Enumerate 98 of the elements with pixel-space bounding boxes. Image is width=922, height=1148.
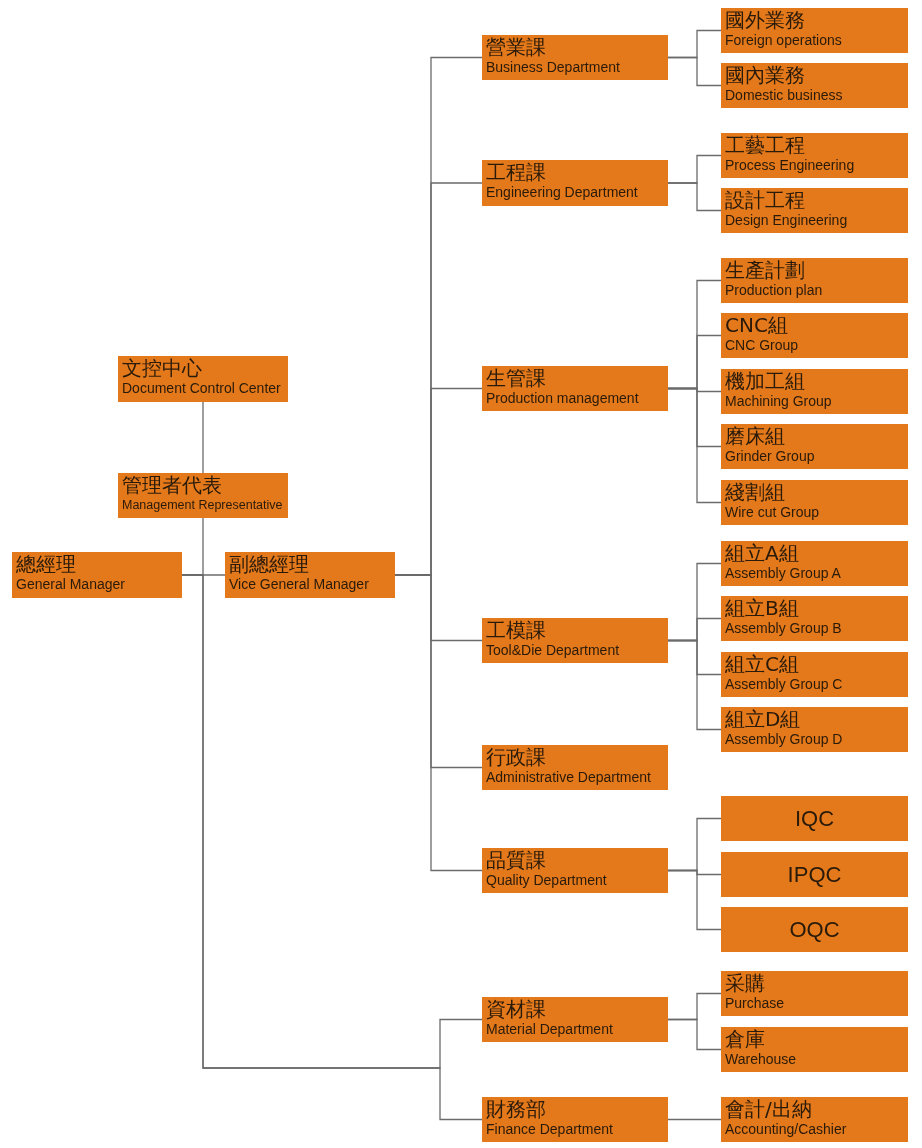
unit-name: 組立A組 [725,542,799,565]
unit-name-english: Management Representative [122,497,283,514]
unit-name: 文控中心 [122,357,202,380]
unit-name-english: Purchase [725,995,785,1012]
org-unit-box [721,313,908,358]
org-unit-box [482,160,668,206]
unit-name-english: Assembly Group A [725,565,841,582]
unit-name: 工程課 [486,161,546,184]
unit-name-english: Machining Group [725,393,832,410]
org-unit-box [721,707,908,752]
unit-name: 品質課 [486,849,546,872]
unit-name: 行政課 [486,746,546,769]
unit-name-english: Domestic business [725,87,843,104]
unit-name: 綫割組 [725,481,785,504]
unit-name: 組立B組 [725,597,799,620]
unit-name-english: CNC Group [725,337,799,354]
unit-name: 營業課 [486,36,546,59]
unit-name: 生產計劃 [725,259,805,282]
unit-name-english: Process Engineering [725,157,855,174]
connector-line [202,401,204,474]
unit-name-english: Grinder Group [725,448,815,465]
org-unit-box [12,552,182,598]
unit-name: OQC [789,918,840,941]
unit-name: 國內業務 [725,64,805,87]
org-unit-box [721,796,908,841]
unit-name: CNC組 [725,314,788,337]
org-unit-box [721,652,908,697]
unit-name: 組立D組 [725,708,801,731]
org-unit-box [721,1097,908,1142]
unit-name: 生管課 [486,367,546,390]
unit-name-english: Business Department [486,59,620,76]
unit-name: 副總經理 [229,553,309,576]
unit-name-english: Foreign operations [725,32,842,49]
unit-name: 總經理 [16,553,76,576]
unit-name: 磨床組 [725,425,785,448]
unit-name-english: Quality Department [486,872,607,889]
connector-line [667,182,722,212]
unit-name: IPQC [787,863,842,886]
org-unit-box [721,480,908,525]
unit-name-english: Production plan [725,282,823,299]
org-unit-box [482,35,668,80]
org-unit-box [721,852,908,897]
unit-name-english: Engineering Department [486,184,638,201]
unit-name-english: Accounting/Cashier [725,1121,847,1138]
unit-name-english: Tool&Die Department [486,642,620,659]
org-unit-box [721,541,908,586]
org-unit-box [721,8,908,53]
unit-name-english: Finance Department [486,1121,613,1138]
org-unit-box [721,133,908,178]
unit-name-english: Administrative Department [486,769,651,786]
unit-name: 設計工程 [725,189,805,212]
unit-name-english: Production management [486,390,639,407]
connector-line [667,1018,722,1051]
connector-line [667,639,722,731]
org-unit-box [721,63,908,108]
unit-name-english: Assembly Group D [725,731,843,748]
org-unit-box [721,1027,908,1072]
unit-name-english: Design Engineering [725,212,848,229]
connector-line [667,387,722,504]
org-unit-box [118,356,288,402]
unit-name: 采購 [725,972,765,995]
org-unit-box [721,188,908,233]
unit-name: 組立C組 [725,653,799,676]
org-unit-box [721,369,908,414]
unit-name: 倉庫 [725,1028,765,1051]
unit-name-english: Vice General Manager [229,576,369,593]
org-unit-box [482,618,668,663]
unit-name: 資材課 [486,998,546,1021]
org-unit-box [721,258,908,303]
unit-name: 管理者代表 [122,474,222,497]
unit-name-english: Document Control Center [122,380,281,397]
org-unit-box [482,1097,668,1142]
unit-name: 機加工組 [725,370,805,393]
unit-name-english: Warehouse [725,1051,797,1068]
unit-name: 國外業務 [725,9,805,32]
org-unit-box [482,745,668,790]
org-unit-box [721,907,908,952]
org-unit-box [482,848,668,893]
unit-name: 工藝工程 [725,134,805,157]
unit-name: 工模課 [486,619,546,642]
org-unit-box [721,596,908,641]
unit-name: IQC [794,807,835,830]
connector-line [667,1118,722,1121]
org-unit-box [482,997,668,1042]
org-unit-box [482,366,668,411]
org-unit-box [118,473,288,518]
unit-name-english: Assembly Group B [725,620,842,637]
org-unit-box [721,971,908,1016]
org-unit-box [225,552,395,598]
connector-line [667,869,722,931]
unit-name-english: Wire cut Group [725,504,820,521]
unit-name-english: Assembly Group C [725,676,843,693]
unit-name: 財務部 [486,1098,546,1121]
connector-line [667,56,722,87]
org-unit-box [721,424,908,469]
unit-name-english: Material Department [486,1021,613,1038]
unit-name: 會計/出納 [725,1098,812,1121]
unit-name-english: General Manager [16,576,125,593]
